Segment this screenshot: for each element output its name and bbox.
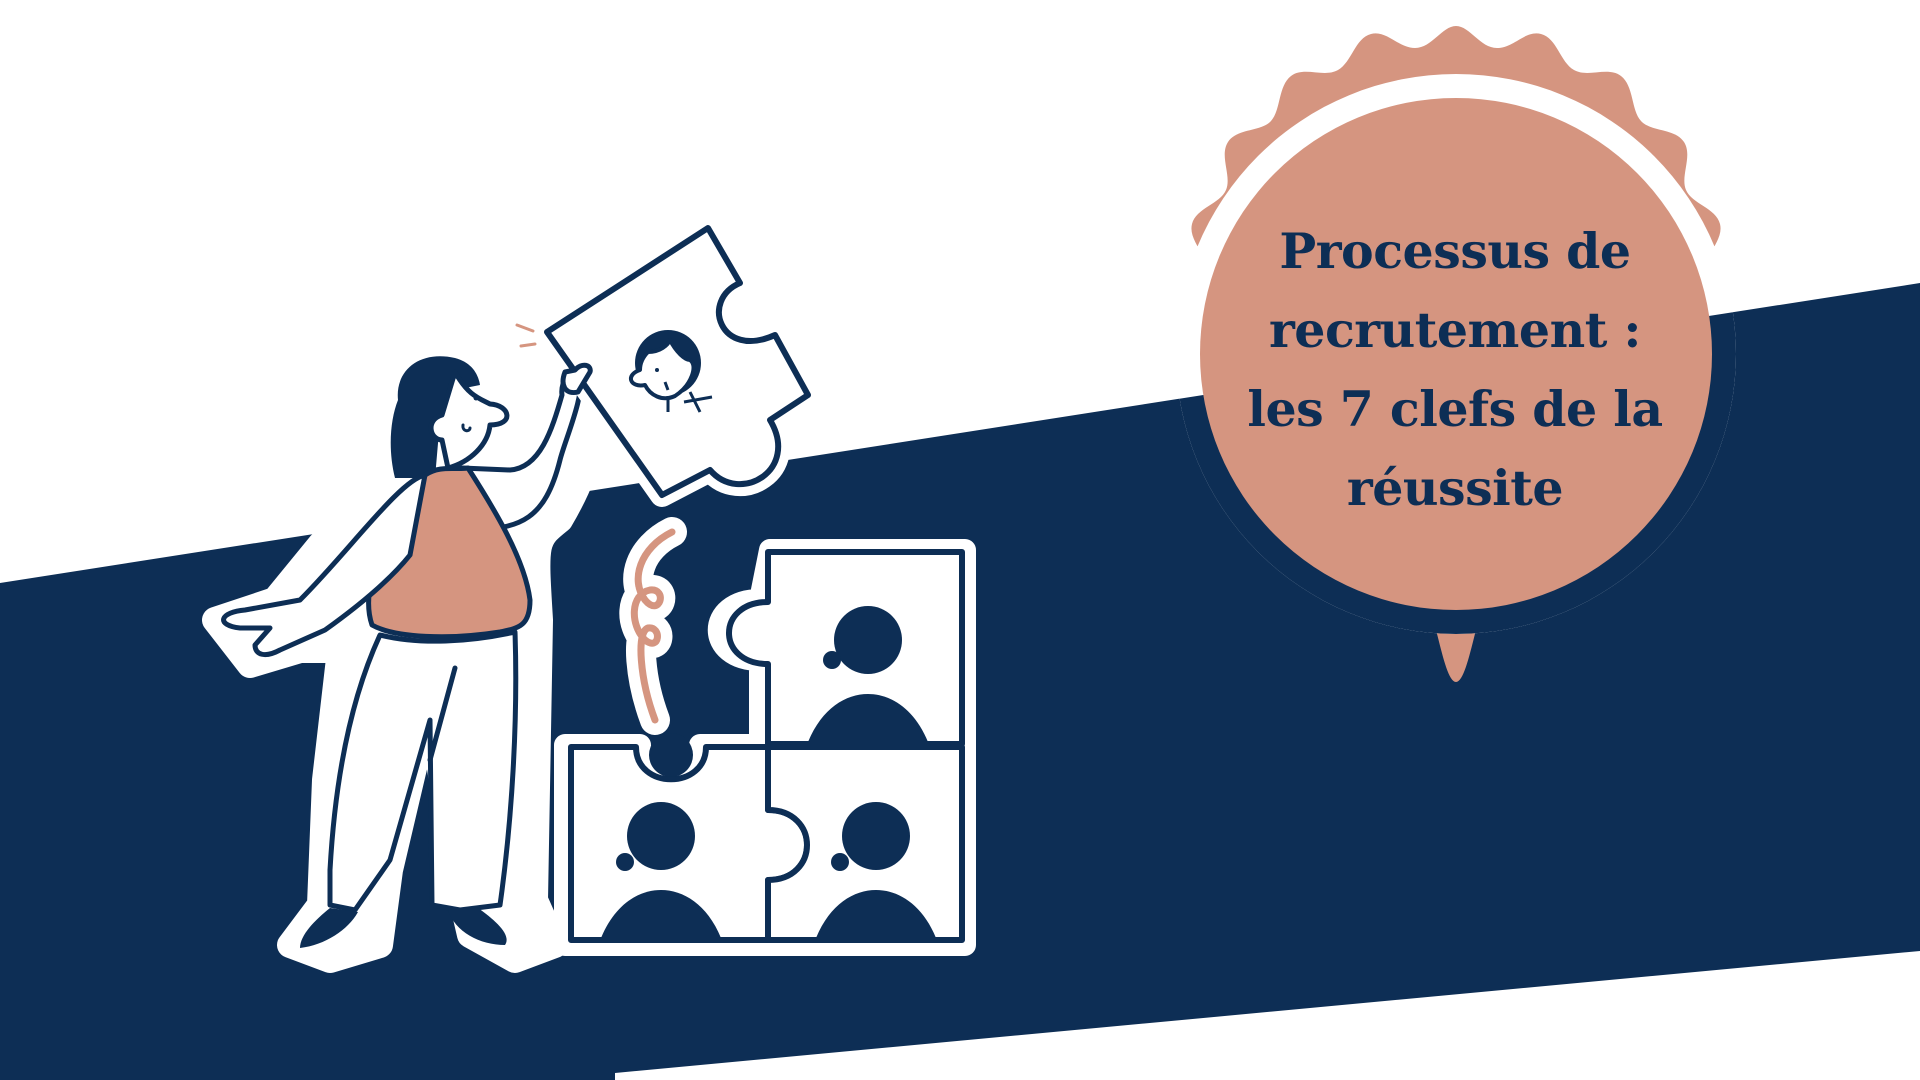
puzzle-piece-bottom-right bbox=[765, 744, 965, 943]
person-silhouette-icon bbox=[601, 802, 721, 938]
held-puzzle-piece bbox=[515, 216, 820, 507]
badge-inner-disc bbox=[1200, 98, 1712, 610]
badge-title-line-3: les 7 clefs de la bbox=[1247, 380, 1663, 438]
badge-title: Processus de recrutement : les 7 clefs d… bbox=[1200, 212, 1710, 528]
puzzle-grid bbox=[554, 539, 976, 956]
puzzle-piece-top-right bbox=[726, 549, 965, 747]
badge-title-line-1: Processus de bbox=[1279, 222, 1631, 280]
motion-swirl-icon bbox=[619, 517, 687, 735]
woman-figure bbox=[202, 340, 614, 973]
man-portrait-icon bbox=[629, 330, 713, 413]
person-silhouette-icon bbox=[816, 802, 936, 938]
badge-title-line-4: réussite bbox=[1346, 459, 1564, 517]
badge-title-line-2: recrutement : bbox=[1268, 301, 1642, 359]
person-silhouette-icon bbox=[808, 606, 928, 742]
